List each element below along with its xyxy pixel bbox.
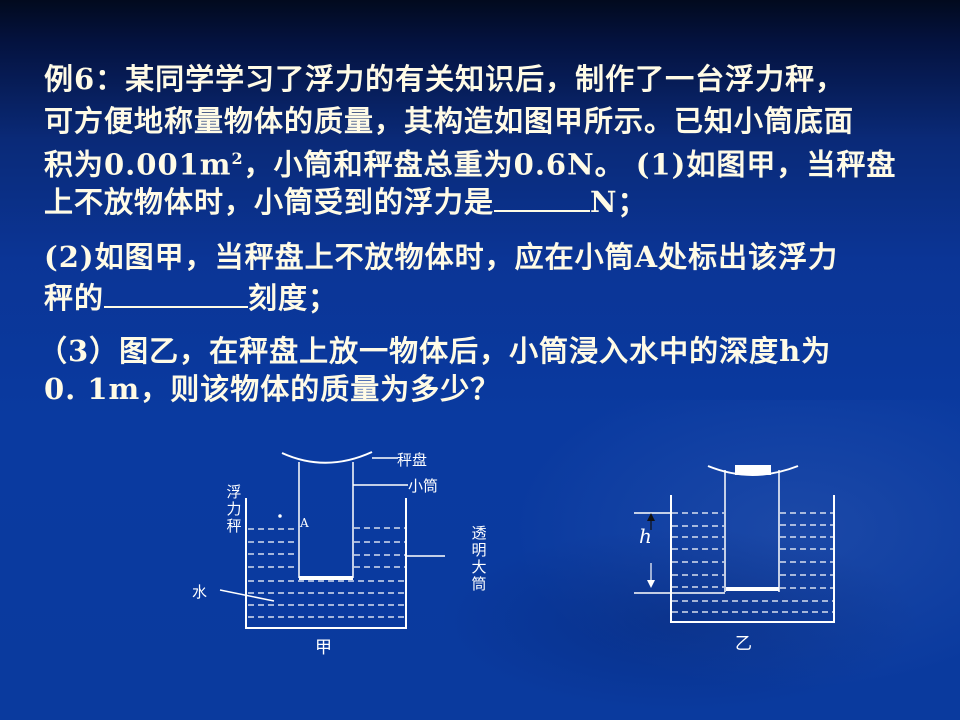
label-small-tube: 小筒 [408,477,439,495]
label-buoyancy-scale: 浮力秤 [226,483,242,535]
problem-line-6: 秤的 刻度； [44,280,338,315]
problem-line-2: 可方便地称量物体的质量，其构造如图甲所示。已知小筒底面 [44,104,855,138]
problem-line-5: (2)如图甲，当秤盘上不放物体时，应在小筒A处标出该浮力 [44,240,839,274]
answer-blank-2 [104,280,249,308]
answer-blank-1 [494,184,591,212]
label-water: 水 [192,583,208,601]
figure-jia-drawing [219,451,445,629]
text-segment: 上不放物体时，小筒受到的浮力是 [44,185,495,219]
text-segment: 积为0.001m [44,147,232,182]
text-segment: 刻度； [248,281,339,315]
text-segment: ，小筒和秤盘总重为0.6N。 (1)如图甲，当秤盘 [243,147,897,182]
label-A: A [300,516,309,530]
label-h: h [639,524,652,548]
caption-yi: 乙 [735,634,752,654]
superscript: 2 [231,149,244,168]
text-segment: N； [590,185,648,219]
problem-line-3: 积为0.001m2，小筒和秤盘总重为0.6N。 (1)如图甲，当秤盘 [44,142,896,182]
figure-yi-drawing [634,465,835,623]
label-big-tube: 透明大筒 [471,524,487,593]
problem-line-1: 例6：某同学学习了浮力的有关知识后，制作了一台浮力秤， [44,62,846,96]
problem-line-4: 上不放物体时，小筒受到的浮力是 N； [44,184,648,219]
problem-line-7: （3）图乙，在秤盘上放一物体后，小筒浸入水中的深度h为 [38,334,832,368]
caption-jia: 甲 [315,638,332,658]
problem-line-8: 0. 1m，则该物体的质量为多少？ [44,372,501,406]
label-pan: 秤盘 [397,451,428,469]
text-segment: 秤的 [44,281,105,315]
